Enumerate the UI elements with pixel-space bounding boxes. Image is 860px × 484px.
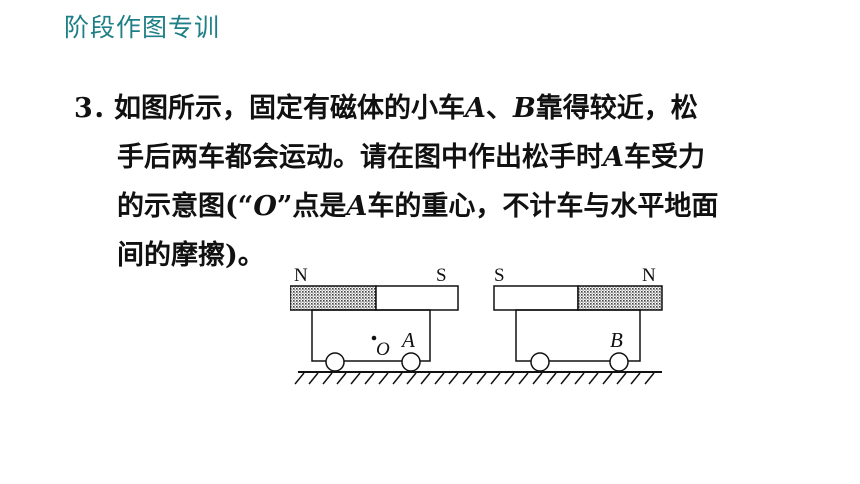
ground-hatch-mark — [546, 372, 557, 385]
ground-hatch-mark — [378, 372, 389, 385]
center-of-gravity-dot — [371, 335, 377, 341]
ground-hatch-mark — [350, 372, 361, 385]
left-magnet — [290, 285, 459, 311]
question-text-segment: ”点是 — [276, 191, 347, 222]
question-text-segment: 如图所示，固定有磁体的小车 — [114, 93, 465, 124]
ground-hatch-mark — [392, 372, 403, 385]
car-b-ref: B — [512, 93, 536, 124]
car-a-ref: A — [465, 93, 486, 124]
left-magnet-n-label: N — [294, 265, 308, 286]
car-a-wheel — [325, 352, 345, 372]
ground-hatch-mark — [602, 372, 613, 385]
ground-hatch-mark — [308, 372, 319, 385]
right-magnet-s-label: S — [494, 265, 505, 286]
question-text: 3．如图所示，固定有磁体的小车A、B靠得较近，松 手后两车都会运动。请在图中作出… — [74, 84, 774, 280]
ground-hatch-mark — [322, 372, 333, 385]
ground-hatch-mark — [504, 372, 515, 385]
question-number: 3． — [74, 93, 120, 124]
question-text-segment: 车的重心，不计车与水平地面 — [367, 191, 719, 222]
car-b-wheel — [530, 352, 550, 372]
ground-hatch-mark — [364, 372, 375, 385]
car-a-ref: A — [603, 142, 624, 173]
ground-hatch-mark — [588, 372, 599, 385]
car-b-label: B — [610, 328, 623, 352]
question-separator: 、 — [485, 93, 513, 124]
question-line-3: 的示意图(“O”点是A车的重心，不计车与水平地面 — [74, 182, 774, 231]
question-text-segment: 的示意图(“ — [117, 191, 254, 222]
ground-hatch-mark — [630, 372, 641, 385]
car-a-wheel — [401, 352, 421, 372]
question-line-2: 手后两车都会运动。请在图中作出松手时A车受力 — [74, 133, 774, 182]
ground-hatch-mark — [434, 372, 445, 385]
car-b-wheel — [609, 352, 629, 372]
ground-hatch-mark — [406, 372, 417, 385]
center-of-gravity-label: O — [376, 339, 390, 360]
car-b-body — [515, 309, 641, 362]
question-line-4: 间的摩擦)。 — [117, 240, 265, 271]
ground-hatch-mark — [448, 372, 459, 385]
ground-hatch-mark — [574, 372, 585, 385]
question-text-segment: 手后两车都会运动。请在图中作出松手时 — [117, 142, 603, 173]
ground-hatch-mark — [616, 372, 627, 385]
ground-hatch-mark — [644, 372, 655, 385]
ground-hatch-mark — [532, 372, 543, 385]
center-of-gravity-ref: O — [253, 191, 277, 222]
car-a-ref: A — [346, 191, 368, 222]
left-magnet-s-label: S — [436, 265, 447, 286]
question-text-segment: 靠得较近，松 — [535, 93, 698, 124]
right-magnet — [493, 285, 663, 311]
car-a-body — [311, 309, 431, 362]
ground-hatch-mark — [560, 372, 571, 385]
two-cars-figure: N S S N O A B — [290, 265, 663, 385]
ground-hatch-mark — [294, 372, 305, 385]
question-text-segment: 车受力 — [623, 142, 705, 173]
ground-hatch-mark — [518, 372, 529, 385]
ground-hatch-mark — [462, 372, 473, 385]
ground — [294, 371, 662, 385]
ground-hatch-mark — [420, 372, 431, 385]
car-a-label: A — [400, 328, 415, 352]
section-title: 阶段作图专训 — [64, 13, 221, 42]
right-magnet-n-label: N — [642, 265, 656, 286]
ground-hatch-mark — [336, 372, 347, 385]
ground-hatch-mark — [476, 372, 487, 385]
question-line-1: 3．如图所示，固定有磁体的小车A、B靠得较近，松 — [74, 84, 774, 133]
ground-hatch-mark — [490, 372, 501, 385]
